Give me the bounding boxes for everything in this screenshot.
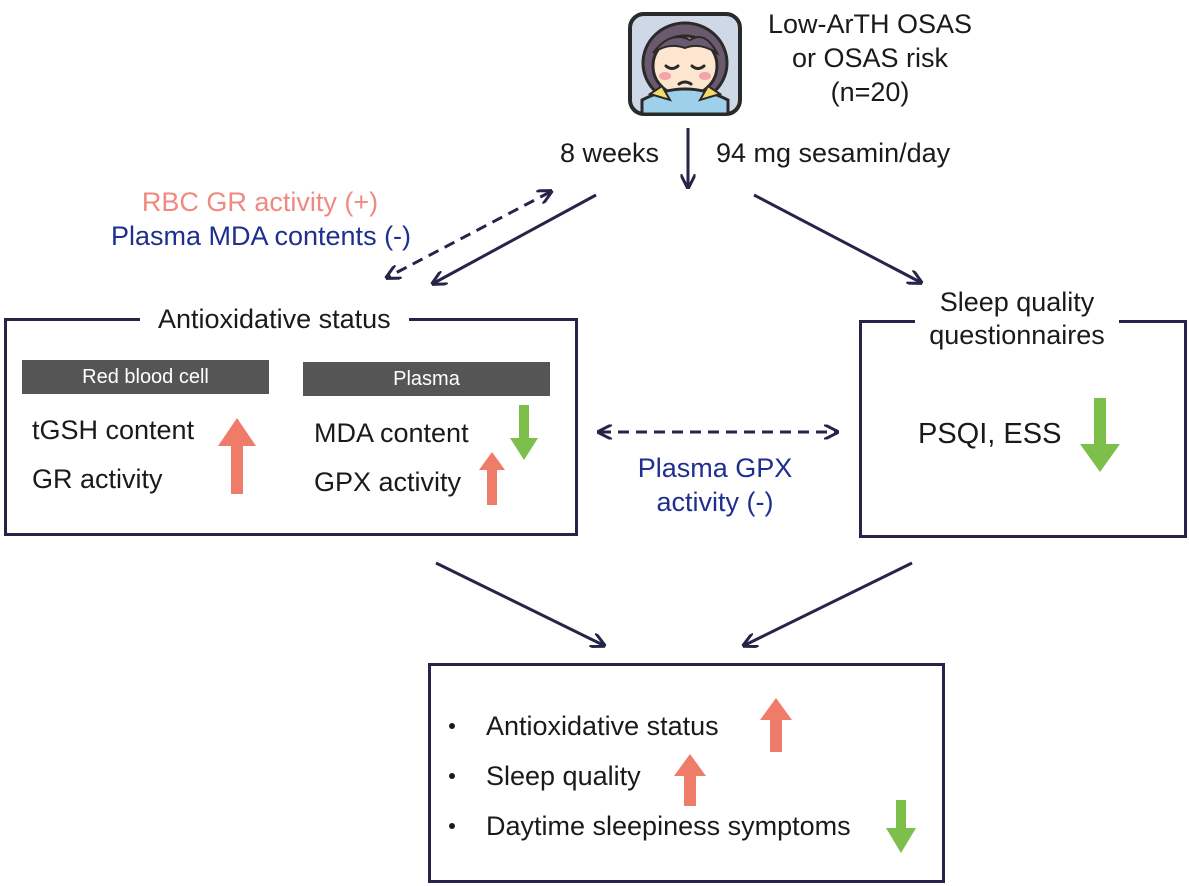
sleep-to-outcome-arrow bbox=[745, 561, 913, 645]
to-antioxidative-arrow bbox=[434, 193, 597, 283]
duration-label: 8 weeks bbox=[560, 138, 660, 168]
antioxidative-status-title: Antioxidative status bbox=[140, 303, 409, 335]
rbc-gr-correlation: RBC GR activity (+) bbox=[141, 187, 379, 217]
to-sleep-quality-arrow bbox=[753, 193, 920, 282]
outcome-antioxidative-status: Antioxidative status bbox=[486, 711, 719, 741]
plasma-mda-correlation: Plasma MDA contents (-) bbox=[110, 221, 412, 251]
dose-label: 94 mg sesamin/day bbox=[716, 138, 951, 168]
outcome-daytime-sleepiness: Daytime sleepiness symptoms bbox=[486, 811, 851, 841]
gpx-activity-label: GPX activity bbox=[314, 467, 462, 497]
down-arrow-icon bbox=[1080, 398, 1120, 472]
participants-line-2: or OSAS risk bbox=[791, 43, 949, 73]
mda-content-label: MDA content bbox=[314, 418, 469, 448]
bullet bbox=[449, 723, 455, 729]
sleep-quality-title-line-2: questionnaires bbox=[915, 319, 1119, 351]
plasma-gpx-correlation-line-2: activity (-) bbox=[656, 487, 774, 517]
outcome-sleep-quality: Sleep quality bbox=[486, 761, 641, 791]
bullet bbox=[449, 773, 455, 779]
plasma-header: Plasma bbox=[303, 362, 550, 396]
plasma-gpx-correlation-line-1: Plasma GPX bbox=[637, 453, 793, 483]
bullet bbox=[449, 823, 455, 829]
down-arrow-icon bbox=[510, 405, 538, 460]
psqi-ess-label: PSQI, ESS bbox=[918, 418, 1062, 450]
outcome-box bbox=[428, 663, 945, 883]
antioxidative-to-outcome-arrow bbox=[435, 561, 603, 645]
up-arrow-icon bbox=[479, 452, 505, 505]
tgsh-content-label: tGSH content bbox=[32, 415, 195, 445]
up-arrow-icon bbox=[674, 754, 706, 806]
down-arrow-icon bbox=[886, 800, 916, 853]
up-arrow-icon bbox=[760, 698, 792, 752]
rbc-header: Red blood cell bbox=[22, 360, 269, 394]
sleeping-person-icon bbox=[628, 12, 742, 116]
participants-line-1: Low-ArTH OSAS bbox=[767, 9, 973, 39]
correlation-dashed-left bbox=[388, 192, 550, 277]
sleep-quality-title-line-1: Sleep quality bbox=[915, 286, 1119, 318]
participants-line-3: (n=20) bbox=[830, 77, 910, 107]
gr-activity-label: GR activity bbox=[32, 464, 163, 494]
up-arrow-icon bbox=[218, 418, 256, 494]
